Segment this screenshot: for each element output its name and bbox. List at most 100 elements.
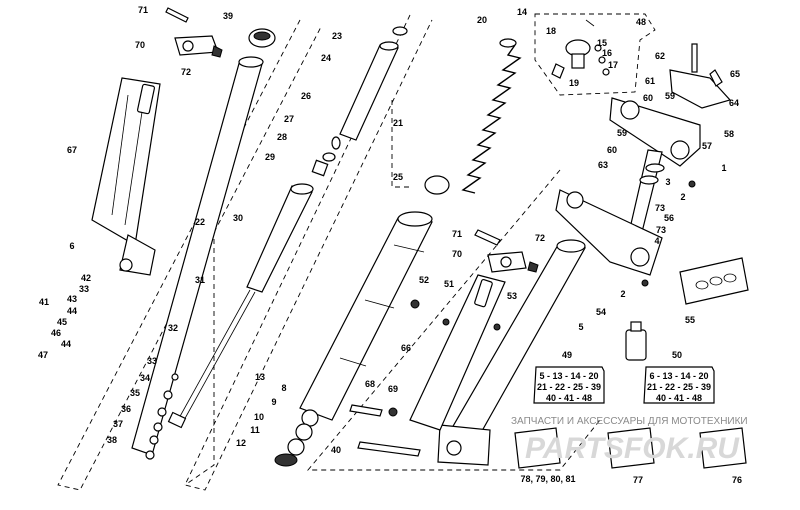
callout-70: 70 [135,40,145,50]
kit-49-line-1: 5 - 13 - 14 - 20 [539,371,598,381]
kit-50-line-1: 6 - 13 - 14 - 20 [649,371,708,381]
callout-62: 62 [655,51,665,61]
dashed-group-outlines [57,13,656,491]
callout-10: 10 [254,412,264,422]
kit-49-line-2: 21 - 22 - 25 - 39 [537,382,601,392]
callout-57: 57 [702,141,712,151]
callout-55: 55 [685,315,695,325]
callout-1: 1 [721,163,726,173]
callout-54: 54 [596,307,606,317]
damper-small-parts [145,373,179,460]
callout-71: 71 [138,5,148,15]
callout-4: 4 [654,236,659,246]
callout-33: 33 [79,284,89,294]
callout-23: 23 [332,31,342,41]
callout-58: 58 [724,129,734,139]
axle-pinch-bolts [349,404,421,457]
callout-27: 27 [284,114,294,124]
callout-21: 21 [393,118,403,128]
callout-17: 17 [608,60,618,70]
callout-30: 30 [233,213,243,223]
callout-69: 69 [388,384,398,394]
callout-66: 66 [401,343,411,353]
callout-50: 50 [672,350,682,360]
service-kit-card [679,257,749,305]
callout-45: 45 [57,317,67,327]
callout-65: 65 [730,69,740,79]
callout-46: 46 [51,328,61,338]
callout-2: 2 [680,192,685,202]
callout-2: 2 [620,289,625,299]
callout-37: 37 [113,419,123,429]
callout-42: 42 [81,273,91,283]
callout-12: 12 [236,438,246,448]
callout-71: 71 [452,229,462,239]
callout-33: 33 [147,356,157,366]
callout-60: 60 [607,145,617,155]
fork-clamp-top-left [165,7,223,58]
steering-assembly [555,43,732,287]
fork-clamp-right [474,229,539,273]
fork-spring [424,38,522,195]
callout-73: 73 [656,225,666,235]
callout-68: 68 [365,379,375,389]
callout-15: 15 [597,38,607,48]
left-fork-tube [91,77,161,276]
callout-76: 76 [732,475,742,485]
callout-40: 40 [331,445,341,455]
right-outer-leg [437,239,586,466]
callout-72: 72 [181,67,191,77]
damper-cartridge [167,26,408,429]
callout-44: 44 [67,306,77,316]
kit-50-line-3: 40 - 41 - 48 [656,393,702,403]
callout-70: 70 [452,249,462,259]
callout-67: 67 [67,145,77,155]
callout-11: 11 [250,425,260,435]
callout-39: 39 [223,11,233,21]
callout-72: 72 [535,233,545,243]
callout-49: 49 [562,350,572,360]
callout-32: 32 [168,323,178,333]
callout-18: 18 [546,26,556,36]
callout-77: 77 [633,475,643,485]
valve-assembly [551,19,610,79]
callout-6: 6 [69,241,74,251]
callout-35: 35 [130,388,140,398]
right-fork-guard [409,274,506,431]
callout-59: 59 [617,128,627,138]
callout-52: 52 [419,275,429,285]
callout-38: 38 [107,435,117,445]
callout-43: 43 [67,294,77,304]
callout-64: 64 [729,98,739,108]
callout-73: 73 [655,203,665,213]
callout-28: 28 [277,132,287,142]
callout-24: 24 [321,53,331,63]
callout-36: 36 [121,404,131,414]
fork-oil-bottle [625,321,647,361]
callout-20: 20 [477,15,487,25]
callout-9: 9 [271,397,276,407]
callout-22: 22 [195,217,205,227]
callout-61: 61 [645,76,655,86]
callout-25: 25 [393,172,403,182]
callout-56: 56 [664,213,674,223]
watermark-caption: ЗАПЧАСТИ И АКСЕССУАРЫ ДЛЯ МОТОТЕХНИКИ [511,416,748,427]
callout-41: 41 [39,297,49,307]
callout-48: 48 [636,17,646,27]
callout-13: 13 [255,372,265,382]
callout-3: 3 [665,177,670,187]
callout-60: 60 [643,93,653,103]
callout-16: 16 [602,48,612,58]
callout-8: 8 [281,383,286,393]
callout-31: 31 [195,275,205,285]
decal-kit-label: 78, 79, 80, 81 [520,474,575,484]
callout-26: 26 [301,91,311,101]
callout-44: 44 [61,339,71,349]
callout-63: 63 [598,160,608,170]
kit-50-line-2: 21 - 22 - 25 - 39 [647,382,711,392]
callout-19: 19 [569,78,579,88]
kit-49-line-3: 40 - 41 - 48 [546,393,592,403]
right-upper-tube [274,211,433,467]
kit-box-50: 6 - 13 - 14 - 20 21 - 22 - 25 - 39 40 - … [643,366,715,404]
